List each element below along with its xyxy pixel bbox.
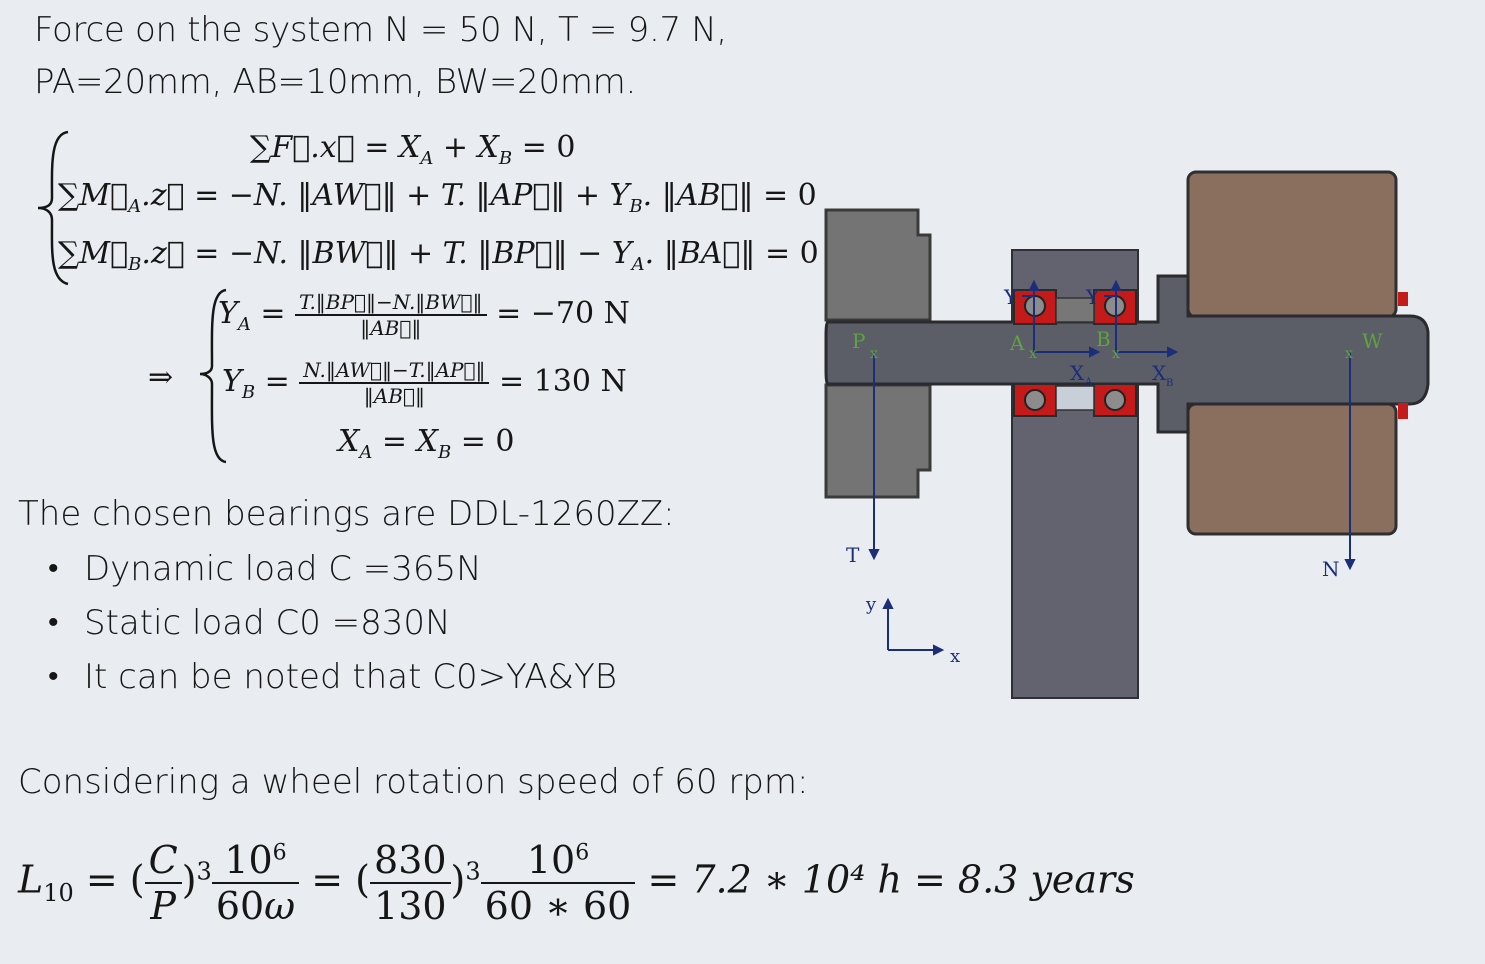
label-n: N (1322, 557, 1340, 581)
axis-y-label: y (865, 594, 877, 615)
svg-text:x: x (870, 346, 878, 362)
yb-result: = 130 N (499, 364, 627, 399)
svg-text:A: A (1084, 377, 1093, 388)
label-w: W (1362, 329, 1383, 353)
l10-result: = 7.2 ∗ 10⁴ h = 8.3 years (647, 857, 1135, 902)
label-p: P (852, 329, 865, 353)
shaft (824, 274, 1430, 434)
left-brace (37, 130, 69, 286)
retainer-top (1398, 292, 1408, 306)
bearing-properties-list: Dynamic load C =365N Static load C0 =830… (48, 546, 617, 708)
problem-statement-line-2: PA=20mm, AB=10mm, BW=20mm. (34, 62, 636, 102)
svg-text:B: B (1166, 378, 1173, 389)
bearings-heading: The chosen bearings are DDL-1260ZZ: (18, 494, 675, 534)
ya-equation: YA = T.‖BP⃗‖−N.‖BW⃗‖‖AB⃗‖ = −70 N (218, 290, 630, 340)
yb-equation: YB = N.‖AW⃗‖−T.‖AP⃗‖‖AB⃗‖ = 130 N (222, 358, 627, 408)
list-item: It can be noted that C0>YA&YB (48, 654, 617, 708)
spacer-bottom (1055, 385, 1095, 411)
xa-xb-equation: XA = XB = 0 (338, 424, 515, 463)
shaft-bearing-diagram: P A B W x x x x T N X X Y Y A B y x (824, 170, 1430, 699)
problem-statement-line-1: Force on the system N = 50 N, T = 9.7 N, (34, 10, 727, 50)
axis-x-label: x (950, 646, 960, 667)
list-item: Dynamic load C =365N (48, 546, 617, 600)
svg-text:x: x (1112, 346, 1120, 362)
label-a: A (1009, 331, 1025, 355)
wheel-bottom (1186, 402, 1398, 536)
pulley-hub-bottom (824, 383, 932, 499)
label-yb: Y (1085, 285, 1100, 309)
svg-text:x: x (1029, 346, 1037, 362)
moment-a-equation: ∑M⃗A.z⃗ = −N. ‖AW⃗‖ + T. ‖AP⃗‖ + YB. ‖AB… (58, 178, 817, 217)
label-t: T (846, 543, 860, 567)
label-xb: X (1152, 361, 1167, 385)
label-ya: Y (1003, 285, 1018, 309)
svg-text:x: x (1345, 346, 1353, 362)
ya-result: = −70 N (496, 296, 630, 331)
retainer-bottom (1398, 403, 1408, 419)
wheel-top (1186, 170, 1398, 319)
label-xa: X (1070, 361, 1085, 385)
moment-b-equation: ∑M⃗B.z⃗ = −N. ‖BW⃗‖ + T. ‖BP⃗‖ − YA. ‖BA… (58, 236, 819, 275)
lifetime-heading: Considering a wheel rotation speed of 60… (18, 762, 809, 802)
label-b: B (1096, 327, 1111, 351)
sum-force-equation: ∑F⃗.x⃗ = XA + XB = 0 (250, 130, 576, 169)
solution-brace (199, 288, 227, 464)
list-item: Static load C0 =830N (48, 600, 617, 654)
pulley-hub-top (824, 208, 932, 322)
spacer-top (1055, 297, 1095, 323)
implies-arrow: ⇒ (148, 360, 174, 395)
